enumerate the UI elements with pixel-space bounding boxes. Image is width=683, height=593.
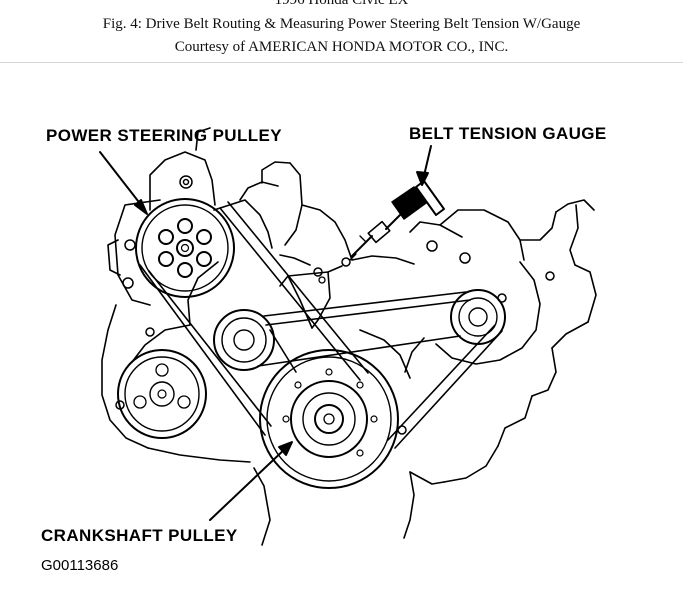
- label-belt-tension-gauge: BELT TENSION GAUGE: [409, 124, 607, 143]
- figure-caption: Fig. 4: Drive Belt Routing & Measuring P…: [102, 16, 581, 32]
- engine-block-outline: [101, 127, 597, 546]
- label-power-steering-pulley: POWER STEERING PULLEY: [46, 126, 283, 145]
- leader-arrows: [99, 145, 432, 521]
- alternator-belt: [257, 291, 503, 449]
- power-steering-belt: [139, 201, 369, 436]
- left-lower-pulley: [117, 349, 207, 439]
- figure-id: G00113686: [41, 557, 119, 574]
- power-steering-pulley: [135, 198, 235, 298]
- crankshaft-pulley: [259, 349, 399, 489]
- label-crankshaft-pulley: CRANKSHAFT PULLEY: [41, 526, 238, 545]
- figure-credit: Courtesy of AMERICAN HONDA MOTOR CO., IN…: [174, 39, 509, 55]
- idler-pulley: [213, 309, 275, 371]
- arrow-crankshaft: [209, 446, 288, 521]
- engine-bolts: [115, 175, 555, 435]
- header-vehicle: 1996 Honda Civic EX: [274, 0, 409, 8]
- arrow-power-steering: [99, 151, 146, 211]
- header-divider: [0, 62, 683, 63]
